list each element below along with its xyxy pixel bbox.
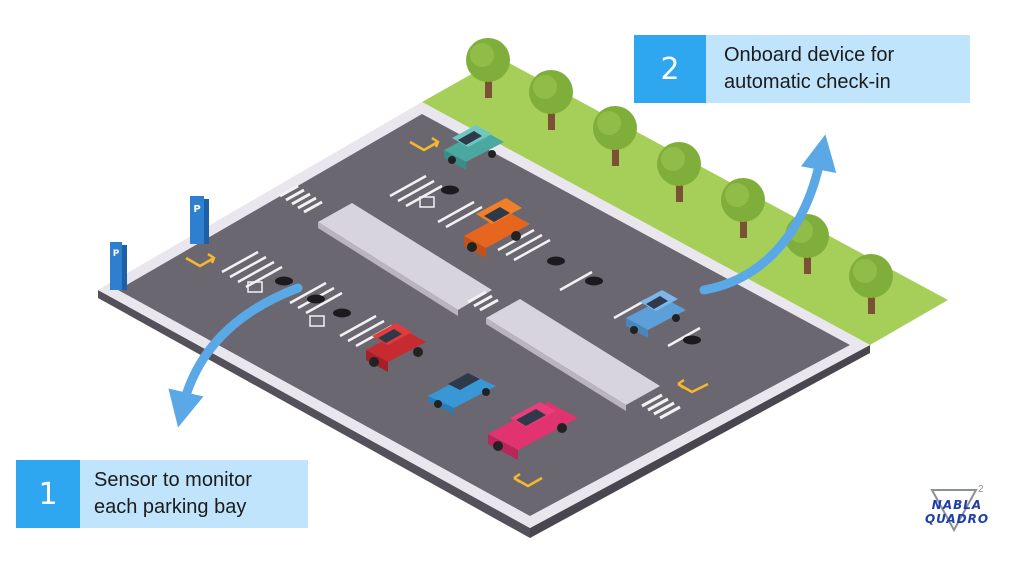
logo-line2: QUADRO — [924, 512, 990, 526]
lightblue-car — [626, 290, 686, 338]
direction-arrow-icon — [409, 136, 440, 152]
meter-label: P — [113, 249, 120, 259]
sensor-icons — [275, 185, 701, 345]
wheelchair-icon — [247, 281, 263, 293]
direction-arrow-icon — [677, 378, 709, 394]
tree-icon — [849, 254, 893, 314]
tree-icon — [657, 142, 701, 202]
callout-onboard-device: 2 Onboard device for automatic check-in — [634, 35, 970, 103]
tree-row — [466, 38, 893, 314]
sensor-icon — [585, 276, 603, 286]
callout-number: 2 — [634, 35, 706, 103]
crosswalk — [279, 184, 681, 420]
direction-arrows — [185, 136, 709, 488]
tree-icon — [466, 38, 510, 98]
direction-arrow-icon — [513, 472, 543, 488]
wheelchair-icon — [419, 196, 435, 208]
orange-car — [464, 198, 530, 258]
tree-icon — [721, 178, 765, 238]
sensor-icon — [683, 335, 701, 345]
red-car — [366, 323, 426, 372]
parking-lot-edge-right — [530, 345, 870, 538]
sensor-icon — [547, 256, 565, 266]
median-top-side — [318, 222, 458, 316]
sensor-icon — [307, 294, 325, 304]
callout-sensor: 1 Sensor to monitor each parking bay — [16, 460, 308, 528]
logo-superscript: 2 — [978, 484, 984, 495]
meter-label: P — [193, 204, 200, 215]
parking-bay-lines — [221, 174, 701, 348]
logo-line1: NABLA — [931, 498, 983, 512]
wheelchair-icon — [309, 315, 325, 327]
nabla-triangle-icon — [930, 489, 978, 533]
sensor-icon — [441, 185, 459, 195]
parking-meter: P — [110, 242, 127, 290]
tree-icon — [593, 106, 637, 166]
nabla-quadro-logo: NABLA QUADRO 2 — [912, 484, 1008, 534]
median-top — [318, 203, 492, 310]
blue-sportscar — [428, 373, 496, 414]
median-bottom-side — [486, 318, 626, 411]
median-bottom — [486, 299, 660, 405]
sensor-icon — [333, 308, 351, 318]
curved-arrow-icon — [168, 283, 303, 428]
callout-number: 1 — [16, 460, 80, 528]
parking-lot-asphalt — [118, 114, 850, 516]
accessible-parking-icons — [247, 196, 435, 327]
pink-car — [488, 402, 578, 460]
tree-icon — [529, 70, 573, 130]
parking-meters: P P — [110, 196, 209, 290]
curved-arrow-icon — [699, 134, 837, 295]
callout-text: Onboard device for automatic check-in — [706, 35, 970, 103]
parking-meter: P — [190, 196, 209, 244]
sensor-icon — [275, 276, 293, 286]
direction-arrow-icon — [185, 252, 216, 268]
teal-car — [444, 125, 504, 170]
callout-text: Sensor to monitor each parking bay — [80, 460, 308, 528]
